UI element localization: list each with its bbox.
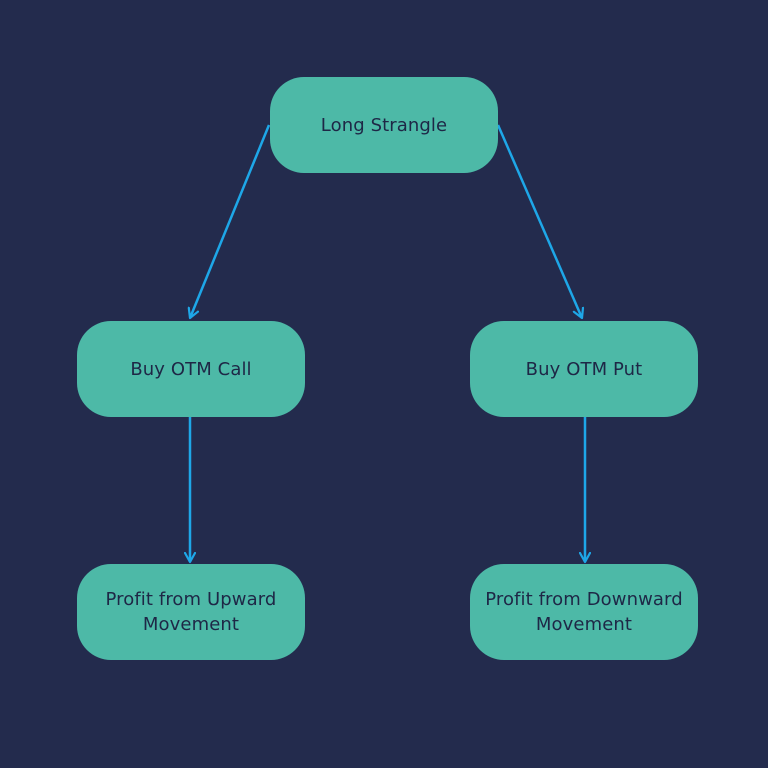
node-buy-otm-call-label: Buy OTM Call	[130, 358, 252, 380]
node-long-strangle: Long Strangle	[270, 77, 498, 173]
node-profit-downward: Profit from Downward Movement	[470, 564, 698, 660]
node-profit-upward-label: Profit from Upward Movement	[105, 589, 277, 635]
edge-root-to-call	[190, 124, 271, 318]
edge-root-to-put	[496, 124, 582, 318]
node-buy-otm-put-label: Buy OTM Put	[525, 358, 643, 380]
node-profit-upward: Profit from Upward Movement	[77, 564, 305, 660]
node-long-strangle-label: Long Strangle	[320, 114, 448, 136]
node-buy-otm-call: Buy OTM Call	[77, 321, 305, 417]
node-buy-otm-put: Buy OTM Put	[470, 321, 698, 417]
node-profit-downward-label: Profit from Downward Movement	[485, 589, 683, 635]
